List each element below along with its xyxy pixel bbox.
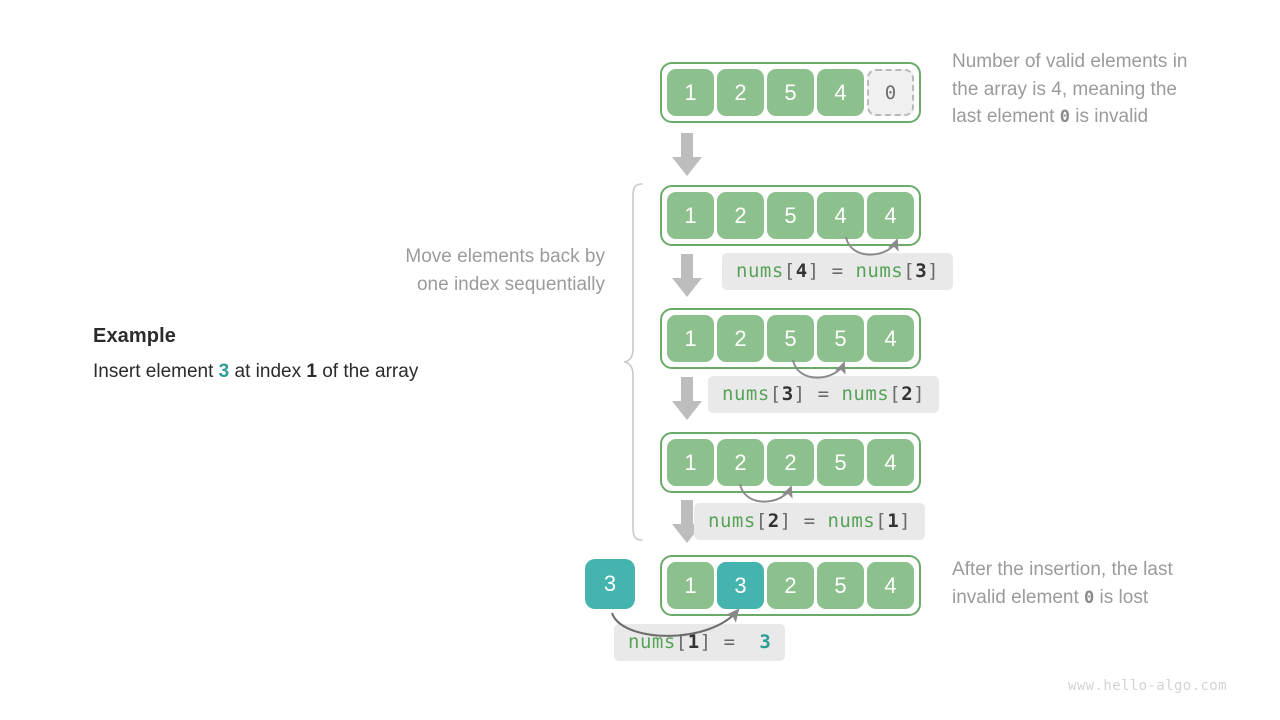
grouping-brace-icon (623, 183, 643, 541)
code-fn: nums (841, 383, 890, 405)
note-left-middle-line1: Move elements back by (405, 246, 605, 267)
note-left-middle: Move elements back by one index sequenti… (300, 243, 605, 298)
code-fn: nums (722, 383, 770, 405)
array-cell: 4 (867, 439, 914, 486)
array-cell: 4 (867, 562, 914, 609)
code-index: 4 (795, 260, 808, 282)
down-arrow-icon (672, 133, 702, 176)
code-fn: nums (827, 510, 876, 532)
array-cell: 4 (867, 315, 914, 362)
code-bracket-close: ] (779, 510, 792, 532)
array-cell: 4 (867, 192, 914, 239)
note-top-right-line3-prefix: last element (952, 106, 1060, 128)
note-bottom-right: After the insertion, the last invalid el… (952, 556, 1262, 611)
array-cell: 5 (767, 192, 814, 239)
code-bracket-open: [ (889, 383, 902, 405)
code-label: nums[4] = nums[3] (722, 253, 954, 290)
code-equals: = (723, 631, 736, 653)
down-arrow-icon (672, 254, 702, 297)
note-bottom-right-line2: invalid element 0 is lost (952, 584, 1262, 612)
code-index: 3 (781, 383, 794, 405)
code-equals: = (817, 383, 830, 405)
array-row-initial: 1 2 5 4 0 (660, 62, 921, 123)
code-equals: = (831, 260, 844, 282)
code-index: 2 (767, 510, 780, 532)
note-top-right-line2: the array is 4, meaning the (952, 78, 1177, 100)
example-prefix: Insert element (93, 361, 219, 382)
code-fn: nums (855, 260, 904, 282)
array-cell: 5 (767, 315, 814, 362)
example-index: 1 (306, 361, 317, 382)
note-bottom-right-line2-prefix: invalid element (952, 586, 1085, 608)
array-cell: 5 (817, 439, 864, 486)
note-bottom-right-line2-value: 0 (1084, 587, 1095, 608)
array-cell: 2 (767, 562, 814, 609)
array-cell: 2 (717, 69, 764, 116)
array-cell: 5 (817, 315, 864, 362)
note-bottom-right-line2-suffix: is lost (1094, 586, 1149, 608)
note-top-right-line3-suffix: is invalid (1069, 106, 1149, 128)
array-cell: 1 (667, 315, 714, 362)
code-bracket-close: ] (899, 510, 912, 532)
code-bracket-close: ] (807, 260, 820, 282)
code-index: 1 (887, 510, 900, 532)
array-cell: 4 (817, 192, 864, 239)
array-row-shift-4: 1 2 5 4 4 (660, 185, 921, 246)
note-top-right-line3-value: 0 (1059, 107, 1070, 128)
code-index: 3 (915, 260, 928, 282)
code-bracket-open: [ (783, 260, 796, 282)
example-middle: at index (229, 361, 307, 382)
note-left-middle-line2: one index sequentially (416, 273, 605, 295)
array-cell: 2 (717, 315, 764, 362)
code-bracket-open: [ (903, 260, 916, 282)
note-bottom-right-line1: After the insertion, the last (952, 559, 1173, 580)
array-row-final: 1 3 2 5 4 (660, 555, 921, 616)
array-cell: 2 (717, 439, 764, 486)
array-cell: 1 (667, 439, 714, 486)
array-cell: 1 (667, 69, 714, 116)
code-fn: nums (628, 631, 676, 653)
code-label: nums[1] = 3 (614, 624, 786, 661)
example-block: Example Insert element 3 at index 1 of t… (93, 325, 563, 385)
code-index: 1 (687, 631, 700, 653)
array-cell: 1 (667, 562, 714, 609)
example-description: Insert element 3 at index 1 of the array (93, 360, 563, 385)
example-suffix: of the array (316, 361, 419, 382)
array-cell: 2 (767, 439, 814, 486)
code-bracket-open: [ (875, 510, 888, 532)
array-row-shift-3: 1 2 5 5 4 (660, 308, 921, 369)
code-bracket-close: ] (913, 383, 926, 405)
watermark: www.hello-algo.com (1068, 678, 1227, 694)
example-heading: Example (93, 325, 176, 347)
down-arrow-icon (672, 377, 702, 420)
array-cell-inserted: 3 (717, 562, 764, 609)
code-bracket-close: ] (927, 260, 940, 282)
incoming-value-cell: 3 (585, 559, 635, 609)
array-cell: 1 (667, 192, 714, 239)
array-cell: 4 (817, 69, 864, 116)
code-value: 3 (759, 631, 772, 653)
note-top-right-line3: last element 0 is invalid (952, 103, 1262, 131)
code-fn: nums (708, 510, 756, 532)
code-bracket-close: ] (699, 631, 712, 653)
example-value: 3 (218, 361, 230, 382)
array-cell: 2 (717, 192, 764, 239)
code-index: 2 (901, 383, 914, 405)
code-bracket-open: [ (769, 383, 782, 405)
code-equals: = (803, 510, 816, 532)
code-fn: nums (736, 260, 784, 282)
array-cell: 5 (767, 69, 814, 116)
code-bracket-open: [ (755, 510, 768, 532)
code-label: nums[2] = nums[1] (694, 503, 926, 540)
code-bracket-open: [ (675, 631, 688, 653)
array-cell-invalid: 0 (867, 69, 914, 116)
array-cell: 5 (817, 562, 864, 609)
code-bracket-close: ] (793, 383, 806, 405)
code-label: nums[3] = nums[2] (708, 376, 940, 413)
note-top-right-line1: Number of valid elements in (952, 51, 1188, 72)
note-top-right: Number of valid elements in the array is… (952, 48, 1262, 131)
array-row-shift-2: 1 2 2 5 4 (660, 432, 921, 493)
